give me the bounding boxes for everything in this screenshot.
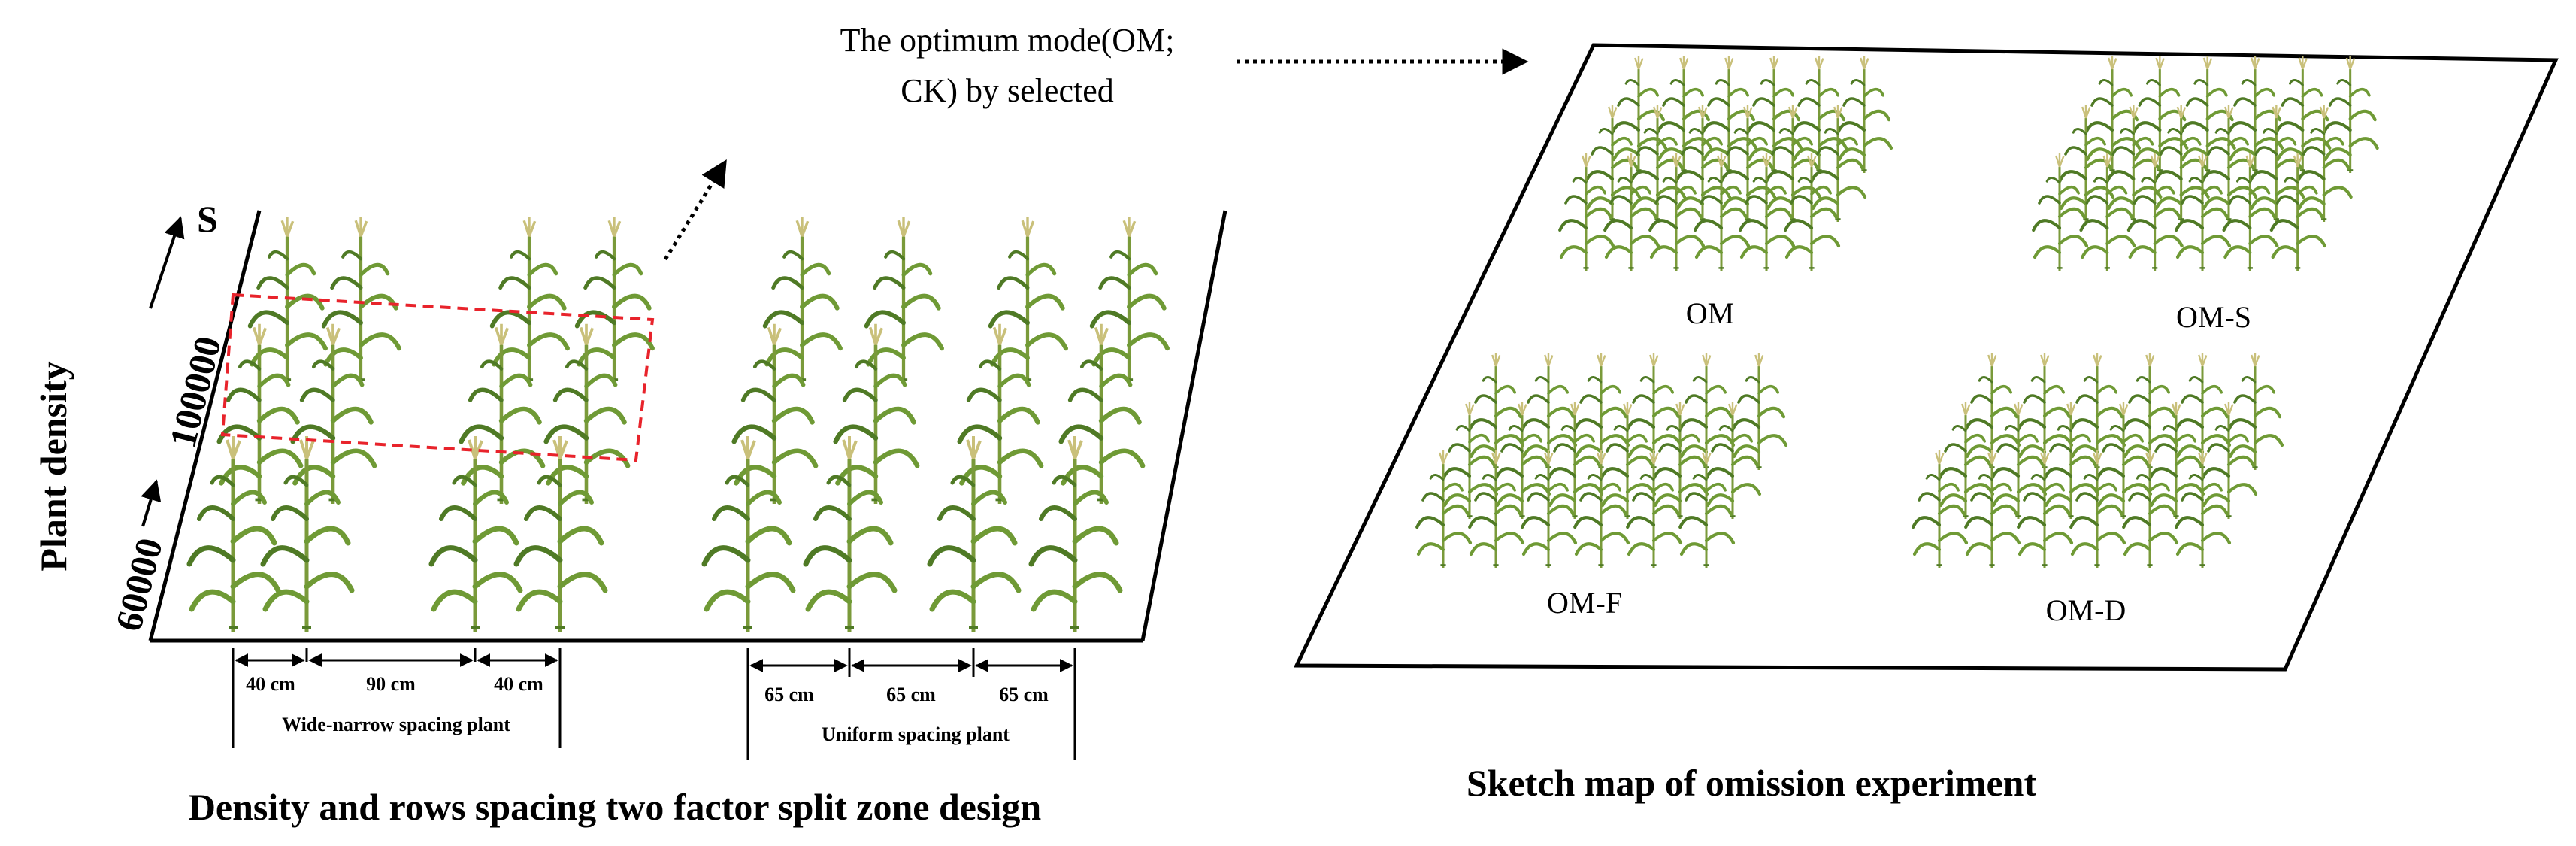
plot-label-om-d: OM-D (2046, 593, 2126, 627)
plot-label-om-f: OM-F (1547, 586, 1622, 620)
maize-plant-icon (2033, 153, 2087, 271)
maize-plant-icon (577, 217, 652, 384)
maize-plant-icon (1031, 436, 1120, 632)
density-high-label: 100000 (161, 332, 229, 452)
maize-plant-icon (1092, 217, 1167, 384)
maize-plant-icon (867, 217, 942, 384)
left-field-left-edge (148, 210, 262, 641)
maize-plant-icon (930, 436, 1019, 632)
maize-plant-icon (1706, 402, 1760, 519)
left-field (148, 210, 1227, 643)
uniform-label: Uniform spacing plant (822, 723, 1010, 745)
optimum-mode-line1: The optimum mode(OM; (840, 22, 1175, 59)
optimum-selection-box (220, 293, 655, 462)
maize-plant-icon (263, 436, 352, 632)
maize-plant-icon (1470, 450, 1523, 568)
maize-plant-icon (1992, 402, 2045, 519)
maize-plant-icon (1627, 450, 1681, 568)
left-panel-title: Density and rows spacing two factor spli… (189, 786, 1042, 828)
density-axis: Plant density 60000 100000 S (32, 198, 229, 635)
maize-plant-icon (1601, 402, 1654, 519)
plot-label-om: OM (1686, 296, 1734, 330)
maize-plant-icon (2176, 450, 2229, 568)
maize-plant-icon (324, 217, 399, 384)
maize-plant-icon (1733, 353, 1786, 470)
maize-plant-icon (2129, 153, 2182, 271)
maize-plant-icon (2202, 402, 2256, 519)
uniform-spacing-2: 65 cm (886, 684, 936, 705)
density-low-label: 60000 (107, 534, 171, 635)
omission-plot-labels: OM OM-S OM-F OM-D (1547, 296, 2251, 627)
maize-plant-icon (2045, 402, 2098, 519)
left-field-right-edge (1140, 210, 1227, 641)
maize-plant-icon (492, 217, 568, 384)
maize-plant-icon (1838, 56, 1891, 173)
direction-arrow-icon (149, 216, 185, 309)
uniform-spacing-3: 65 cm (999, 684, 1049, 705)
wide-narrow-spacing-1: 40 cm (246, 673, 295, 695)
maize-plant-icon (704, 436, 793, 632)
maize-plant-icon (2123, 450, 2177, 568)
density-arrow-icon (141, 479, 162, 527)
maize-plant-icon (2081, 153, 2135, 271)
maize-plant-icon (2018, 450, 2072, 568)
maize-plant-icon (189, 436, 278, 632)
maize-plant-icon (431, 436, 520, 632)
maize-plant-icon (1575, 450, 1628, 568)
uniform-dimensions: 65 cm 65 cm 65 cm Uniform spacing plant (746, 648, 1076, 760)
maize-plant-icon (1417, 450, 1470, 568)
wide-narrow-spacing-3: 40 cm (494, 673, 543, 695)
plant-density-label: Plant density (32, 361, 74, 571)
wide-narrow-spacing-2: 90 cm (366, 673, 416, 695)
maize-plant-icon (991, 217, 1066, 384)
maize-plant-icon (1654, 402, 1707, 519)
maize-plant-icon (765, 217, 840, 384)
wide-narrow-dimensions: 40 cm 90 cm 40 cm Wide-narrow spacing pl… (232, 648, 562, 748)
maize-plant-icon (1966, 450, 2019, 568)
uniform-spacing-1: 65 cm (764, 684, 814, 705)
wide-narrow-label: Wide-narrow spacing plant (282, 714, 510, 735)
right-panel-title: Sketch map of omission experiment (1467, 762, 2037, 804)
maize-plant-icon (250, 217, 325, 384)
maize-plant-icon (2272, 153, 2325, 271)
maize-plant-icon (1560, 153, 1613, 271)
maize-plant-icon (1496, 402, 1549, 519)
maize-plant-icon (2071, 450, 2124, 568)
plot-label-om-s: OM-S (2176, 300, 2251, 334)
maize-plant-icon (1548, 402, 1602, 519)
maize-plant-icon (1913, 450, 1966, 568)
maize-plant-icon (1443, 402, 1497, 519)
omission-field (1294, 43, 2559, 672)
maize-plant-icon (1680, 450, 1733, 568)
maize-plant-icon (2298, 105, 2351, 222)
optimum-mode-line2: CK) by selected (901, 72, 1113, 109)
selection-note: The optimum mode(OM; CK) by selected (663, 22, 1529, 261)
maize-plant-icon (806, 436, 894, 632)
maize-plant-icon (2229, 353, 2282, 470)
maize-plant-icon (2324, 56, 2378, 173)
direction-s-label: S (197, 198, 218, 240)
maize-plant-icon (2224, 153, 2278, 271)
maize-plant-icon (2150, 402, 2203, 519)
left-maize-rows (189, 217, 1167, 632)
maize-plant-icon (516, 436, 605, 632)
maize-plant-icon (1939, 402, 1993, 519)
maize-plant-icon (1522, 450, 1576, 568)
maize-plant-icon (2097, 402, 2151, 519)
dotted-arrow-up-icon (663, 159, 728, 261)
maize-plant-icon (2176, 153, 2229, 271)
